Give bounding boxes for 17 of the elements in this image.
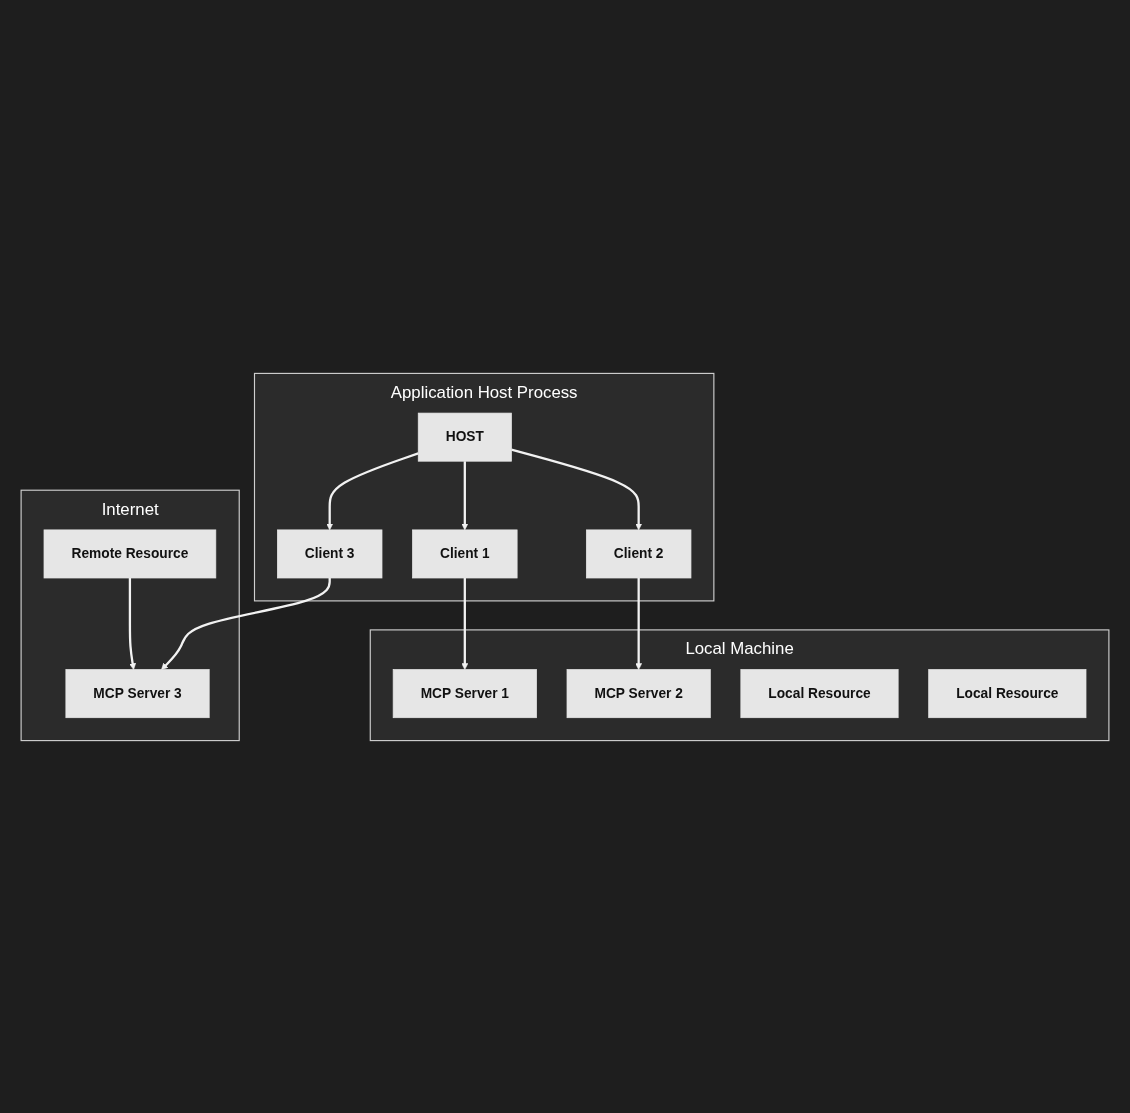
node-box: Remote Resource bbox=[43, 529, 217, 578]
node-box: MCP Server 3 bbox=[65, 668, 210, 718]
node-box: Client 2 bbox=[586, 529, 692, 578]
node-box: Local Resource bbox=[740, 668, 899, 718]
node-box: HOST bbox=[417, 412, 512, 462]
node-box: Client 3 bbox=[277, 529, 383, 578]
arrow bbox=[461, 577, 469, 670]
node-box: Local Resource bbox=[928, 668, 1087, 718]
arrow bbox=[635, 577, 642, 670]
arrow bbox=[326, 451, 419, 530]
arrow bbox=[128, 577, 136, 670]
node-box: Client 1 bbox=[412, 529, 518, 578]
arrow bbox=[161, 577, 331, 670]
node-box: MCP Server 2 bbox=[566, 668, 711, 718]
arrow bbox=[511, 448, 642, 530]
arrow bbox=[461, 460, 469, 530]
node-box: MCP Server 1 bbox=[392, 668, 537, 718]
